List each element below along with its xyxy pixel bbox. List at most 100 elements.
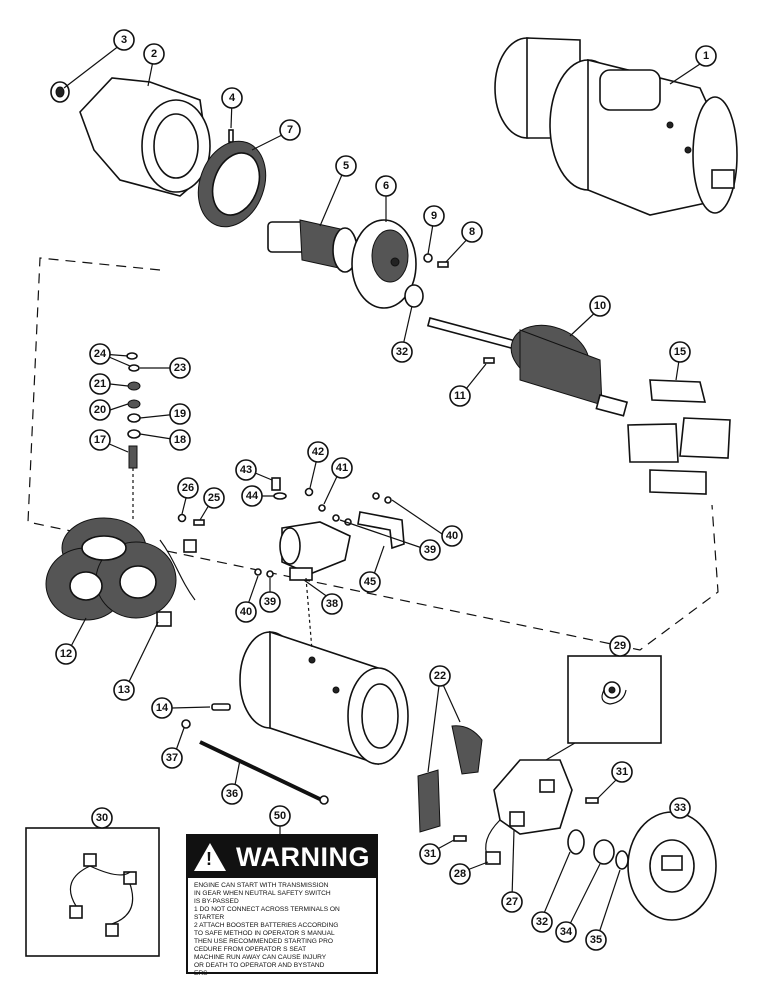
svg-text:9: 9 [431, 210, 437, 222]
callout-44: 44 [241, 485, 263, 507]
warning-triangle-icon: ! [194, 843, 226, 871]
callout-7: 7 [279, 119, 301, 141]
brush-upper [183, 539, 197, 553]
screw-small [437, 261, 449, 268]
warning-decal: ! WARNING ENGINE CAN START WITH TRANSMIS… [186, 834, 378, 977]
svg-text:20: 20 [94, 404, 106, 416]
callout-45: 45 [359, 571, 381, 593]
warning-line: OR DEATH TO OPERATOR AND BYSTAND [194, 962, 325, 970]
starter-assembly [494, 37, 738, 216]
nut-40b [254, 568, 262, 576]
washer-40c [372, 492, 380, 500]
callout-13: 13 [113, 679, 135, 701]
svg-text:32: 32 [396, 346, 408, 358]
callout-26: 26 [177, 477, 199, 499]
warning-line: CEDURE FROM OPERATOR S SEAT [194, 946, 307, 954]
warning-line: IS BY-PASSED [194, 898, 239, 906]
callout-20: 20 [89, 399, 111, 421]
washer-32 [567, 829, 585, 855]
svg-text:10: 10 [594, 300, 606, 312]
callout-35: 35 [585, 929, 607, 951]
warning-title: WARNING [236, 841, 370, 872]
svg-text:40: 40 [240, 606, 252, 618]
svg-text:30: 30 [96, 812, 108, 824]
washer-39a [332, 514, 340, 522]
svg-text:24: 24 [94, 348, 107, 360]
warning-line: STARTER [194, 914, 225, 922]
svg-text:27: 27 [506, 896, 518, 908]
callout-10: 10 [589, 295, 611, 317]
svg-text:23: 23 [174, 362, 186, 374]
end-cap [627, 811, 717, 921]
callout-28: 28 [449, 863, 471, 885]
callout-9: 9 [423, 205, 445, 227]
callout-37: 37 [161, 747, 183, 769]
inset-30-brushes [25, 827, 160, 957]
svg-text:13: 13 [118, 684, 130, 696]
callout-42: 42 [307, 441, 329, 463]
warning-line: MACHINE RUN AWAY CAN CAUSE INJURY [194, 954, 327, 962]
svg-text:2: 2 [151, 48, 157, 60]
brush [156, 611, 172, 627]
through-bolt-head [319, 795, 329, 805]
lockwasher [177, 513, 187, 523]
svg-text:40: 40 [446, 530, 458, 542]
warning-line: 1 DO NOT CONNECT ACROSS TERMINALS ON [194, 906, 340, 914]
brush-plate [485, 739, 581, 865]
warning-line: ERS [194, 970, 208, 978]
svg-text:5: 5 [343, 160, 349, 172]
svg-text:25: 25 [208, 492, 220, 504]
callout-18: 18 [169, 429, 191, 451]
gasket [197, 140, 267, 228]
screw-43 [271, 477, 281, 491]
washer-small [423, 253, 433, 263]
svg-text:14: 14 [156, 702, 169, 714]
callout-25: 25 [203, 487, 225, 509]
svg-text:19: 19 [174, 408, 186, 420]
svg-text:11: 11 [454, 390, 466, 402]
callout-1: 1 [695, 45, 717, 67]
svg-text:29: 29 [614, 640, 626, 652]
bushing-34 [593, 839, 615, 865]
warning-header: ! WARNING [188, 836, 376, 878]
svg-text:1: 1 [703, 50, 709, 62]
dashed-guide [305, 577, 313, 651]
callout-33: 33 [669, 797, 691, 819]
callout-38: 38 [321, 593, 343, 615]
svg-text:44: 44 [246, 490, 259, 502]
pin [228, 129, 234, 143]
svg-text:32: 32 [536, 916, 548, 928]
warning-line: 2 ATTACH BOOSTER BATTERIES ACCORDING [194, 922, 339, 930]
svg-text:45: 45 [364, 576, 376, 588]
brush-spring-a [417, 769, 441, 833]
svg-text:22: 22 [434, 670, 446, 682]
drive-assembly [267, 219, 358, 273]
callout-3: 3 [113, 29, 135, 51]
callout-31-lower: 31 [419, 843, 441, 865]
nut-41 [318, 504, 326, 512]
svg-text:43: 43 [240, 464, 252, 476]
svg-text:28: 28 [454, 868, 466, 880]
svg-text:38: 38 [326, 598, 338, 610]
bushing [50, 81, 70, 103]
key [483, 357, 495, 364]
inset-29-spring [567, 655, 662, 744]
svg-text:18: 18 [174, 434, 186, 446]
callout-31-upper: 31 [611, 761, 633, 783]
warning-line: TO SAFE METHOD IN OPERATOR S MANUAL [194, 930, 335, 938]
svg-text:31: 31 [424, 848, 436, 860]
terminal-stack [126, 352, 141, 520]
screw-31a [585, 797, 599, 804]
washer-37 [181, 719, 191, 729]
callout-2: 2 [143, 43, 165, 65]
svg-text:42: 42 [312, 446, 324, 458]
washer-42 [304, 487, 314, 497]
screw-31b [453, 835, 467, 842]
svg-text:39: 39 [424, 544, 436, 556]
callout-41: 41 [331, 457, 353, 479]
svg-text:41: 41 [336, 462, 348, 474]
svg-text:4: 4 [229, 92, 236, 104]
callout-12: 12 [55, 643, 77, 665]
callout-40-right: 40 [441, 525, 463, 547]
